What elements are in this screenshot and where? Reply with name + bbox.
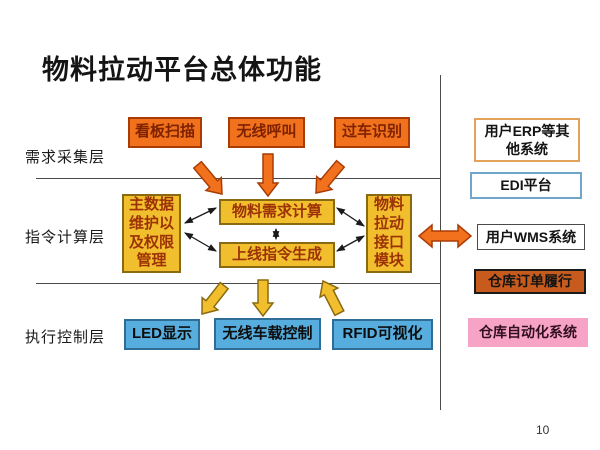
layer-label-execution: 执行控制层	[25, 329, 106, 346]
box-edi-platform: EDI平台	[470, 172, 582, 199]
external-systems-divider	[440, 75, 441, 410]
box-led-display: LED显示	[124, 319, 200, 350]
box-user-erp-line1: 用户ERP等其	[484, 122, 570, 139]
box-vehicle-control: 无线车载控制	[214, 318, 321, 350]
box-interface-module-line2: 拉动	[373, 214, 404, 232]
layer-label-compute: 指令计算层	[25, 229, 106, 246]
box-wireless-call: 无线呼叫	[228, 117, 305, 148]
box-vehicle-recognition: 过车识别	[334, 117, 410, 148]
box-instruction-generation: 上线指令生成	[219, 242, 335, 268]
box-kanban-scan: 看板扫描	[128, 117, 202, 148]
box-master-data-line1: 主数据	[128, 196, 174, 213]
box-user-erp-line2: 他系统	[506, 141, 548, 157]
layer-divider-bottom	[36, 283, 441, 284]
arrow-calc-to-interface	[336, 207, 365, 227]
box-user-wms-system: 用户WMS系统	[477, 224, 585, 250]
arrow-to-vehicle-control	[251, 279, 275, 318]
arrow-master-to-calc	[183, 207, 218, 224]
box-rfid-visualization: RFID可视化	[332, 319, 433, 350]
slide-title: 物料拉动平台总体功能	[42, 55, 322, 85]
box-master-data-line3: 及权限	[128, 233, 174, 251]
box-interface-module-line3: 接口	[373, 233, 404, 251]
box-warehouse-automation: 仓库自动化系统	[468, 318, 588, 347]
box-warehouse-order-fulfillment: 仓库订单履行	[474, 269, 586, 294]
box-master-data: 主数据 维护以 及权限 管理	[122, 194, 181, 273]
arrow-kanban-down	[192, 160, 223, 195]
box-interface-module-line4: 模块	[373, 252, 404, 270]
box-master-data-line2: 维护以	[128, 214, 174, 232]
box-master-data-line4: 管理	[136, 252, 167, 270]
arrow-to-led	[201, 281, 230, 315]
page-number: 10	[536, 423, 550, 437]
arrow-interface-to-wms	[417, 223, 473, 249]
box-interface-module: 物料 拉动 接口 模块	[366, 194, 412, 273]
arrow-gen-to-interface	[336, 235, 365, 252]
layer-divider-top	[36, 178, 441, 179]
arrow-wireless-down	[256, 153, 280, 198]
arrow-master-to-gen	[184, 232, 217, 252]
box-demand-calculation: 物料需求计算	[219, 199, 335, 225]
box-user-erp-system: 用户ERP等其 他系统	[474, 118, 580, 162]
box-interface-module-line1: 物料	[373, 196, 404, 213]
layer-label-demand: 需求采集层	[25, 149, 106, 166]
